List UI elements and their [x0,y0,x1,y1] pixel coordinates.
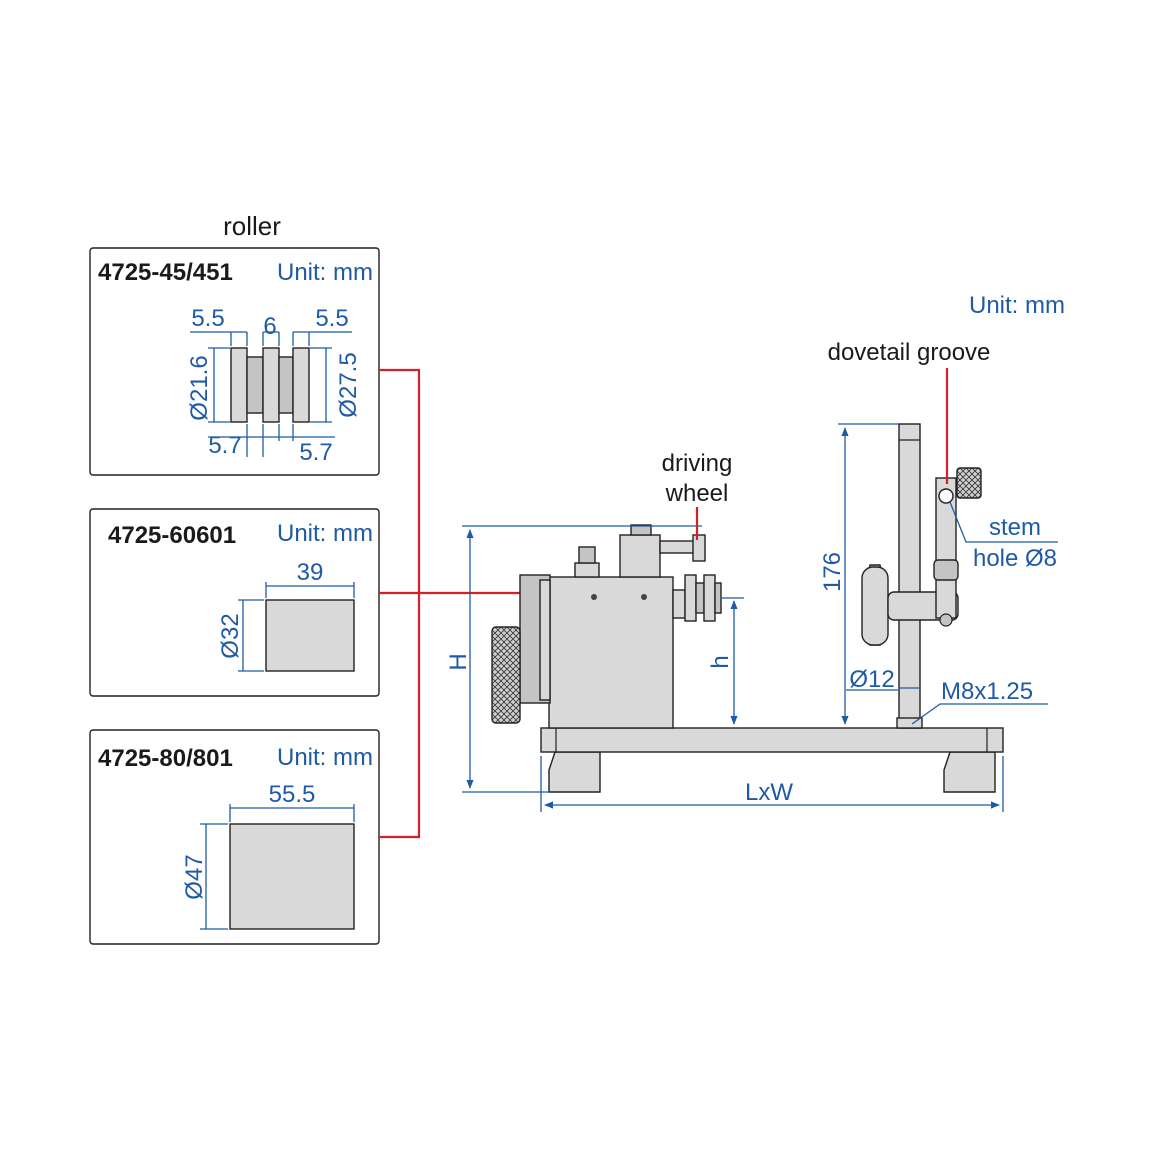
callout-driving-2: wheel [665,480,729,507]
callout-stem-1: stem [989,514,1041,541]
box-1-model: 4725-45/451 [98,259,233,286]
stem-clamp-knob [956,467,982,499]
dim-bottom-left: 5.7 [208,432,241,459]
roller-groove-a [695,582,705,614]
side-wheel-inner [539,579,551,701]
roller-box-2: 4725-60601 Unit: mm 39 Ø32 [89,508,380,697]
roller-heading: roller [223,211,281,241]
roller-1-flange-right [292,347,310,423]
roller-2-dia: Ø32 [217,613,244,658]
dim-top-right: 5.5 [315,305,348,332]
roller-2-width: 39 [297,559,324,586]
arm-shaft [659,540,696,554]
roller-1-left-dia-line [208,347,230,423]
arm-top-knob [630,524,652,536]
column-base-nut [896,717,923,729]
roller-3-dia: Ø47 [181,854,208,899]
clamp-handle-grip [861,566,889,646]
dim-thread: M8x1.25 [941,678,1033,705]
callout-dovetail: dovetail groove [828,339,991,366]
callout-stem-2: hole Ø8 [973,545,1057,572]
roller-1-bottom-dims [208,424,335,457]
knurled-knob-left [491,626,521,724]
roller-groove-b [714,582,722,614]
instrument [491,423,1004,793]
roller-3-width-line [229,804,355,822]
roller-2-body [265,599,355,672]
box-2-unit: Unit: mm [277,520,373,547]
dim-LxW: LxW [745,779,793,806]
arm-block [619,534,661,578]
dim-h: h [707,655,734,668]
roller-3-width: 55.5 [269,781,316,808]
global-unit: Unit: mm [969,292,1065,319]
housing-knob [578,546,596,564]
H-extension-lines [462,525,702,793]
roller-2-dia-line [238,599,264,672]
stem-hole [938,488,954,504]
roller-2-width-line [265,582,355,598]
roller-box-3: 4725-80/801 Unit: mm 55.5 Ø47 [89,729,380,945]
roller-3-dia-line [200,823,228,930]
roller-1-top-dims [190,331,352,346]
box-2-model: 4725-60601 [108,522,236,549]
box-3-model: 4725-80/801 [98,745,233,772]
roller-hub [672,589,686,619]
roller-3-body [229,823,355,930]
foot-right [943,751,996,793]
thread-leader [911,703,1048,725]
dim-top-left: 5.5 [191,305,224,332]
roller-1-groove-right [278,356,294,414]
box-1-unit: Unit: mm [277,259,373,286]
dim-dia-right: Ø27.5 [335,352,362,417]
dim-dia12: Ø12 [849,666,894,693]
callout-driving-1: driving [662,450,733,477]
dim-bottom-right: 5.7 [299,439,332,466]
dim-top-mid: 6 [263,313,276,340]
roller-box-1: 4725-45/451 Unit: mm 5.5 6 5.5 Ø21.6 Ø27… [89,247,380,476]
roller-leader-bracket [379,368,421,839]
roller-1-flange-left [230,347,248,423]
base-bar [540,727,1004,753]
dim-176: 176 [819,552,846,592]
housing [548,576,674,729]
housing-top-block [574,562,600,578]
stem-holder-joint [933,559,959,581]
box-3-unit: Unit: mm [277,744,373,771]
LxW-extension-lines [540,756,1004,812]
column [898,423,921,729]
dim-dia-left: Ø21.6 [186,355,213,420]
roller-flange-b [703,574,716,622]
roller-1-center [262,347,280,423]
driving-wheel-part [692,534,706,562]
foot-left [548,751,601,793]
stem-leader [949,501,1058,543]
roller-flange-a [684,574,697,622]
roller-1-right-dia-line [310,347,332,423]
dim-H: H [445,653,472,670]
roller-1-groove-left [246,356,264,414]
